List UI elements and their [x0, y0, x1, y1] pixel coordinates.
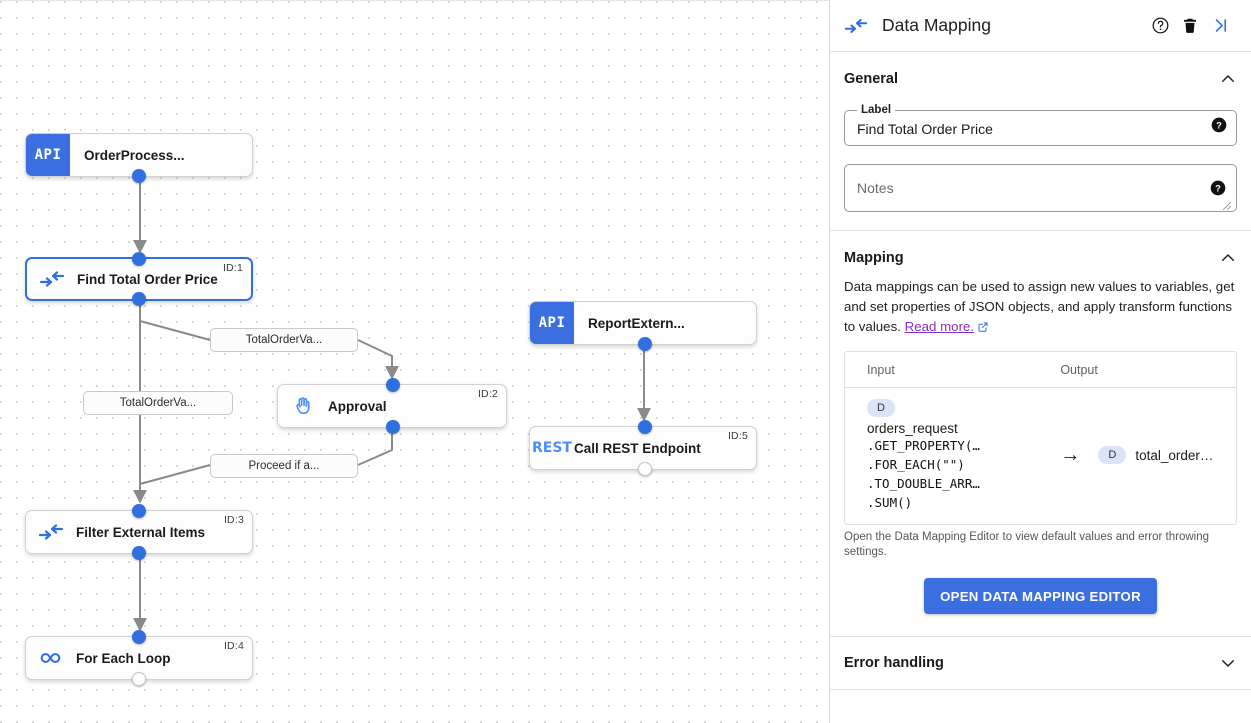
mapping-input-cell[interactable]: D orders_request .GET_PROPERTY(… .FOR_EA… — [845, 398, 1048, 512]
section-title: Error handling — [844, 655, 944, 671]
chevron-down-icon[interactable] — [1219, 654, 1237, 672]
trash-icon[interactable] — [1175, 11, 1205, 41]
node-port-top[interactable] — [132, 630, 146, 644]
node-for-each-loop[interactable]: For Each Loop ID:4 — [25, 630, 253, 686]
node-title: Filter External Items — [76, 524, 206, 540]
input-expression-line: .SUM() — [867, 495, 913, 510]
section-divider — [830, 689, 1251, 690]
node-id: ID:3 — [223, 514, 244, 526]
external-link-icon[interactable] — [977, 319, 989, 339]
mapping-arrow-icon: → — [1060, 443, 1081, 466]
edge-layer — [133, 177, 651, 632]
label-field[interactable]: Label Find Total Order Price ? — [844, 104, 1237, 146]
page-title: Data Mapping — [882, 15, 991, 35]
rest-badge: REST — [532, 440, 572, 456]
node-port-bottom[interactable] — [132, 292, 146, 306]
section-title: Mapping — [844, 250, 904, 266]
input-expression-line: .GET_PROPERTY(… — [867, 438, 980, 453]
input-expression-line: .FOR_EACH("") — [867, 457, 965, 472]
label-field-value[interactable]: Find Total Order Price — [857, 120, 993, 137]
node-port-top[interactable] — [386, 378, 400, 392]
general-section: General Label Find Total Order Price ? N… — [830, 52, 1251, 212]
help-circle-icon[interactable] — [1145, 11, 1175, 41]
data-mapping-icon — [27, 259, 77, 299]
node-approval[interactable]: Approval ID:2 — [277, 378, 507, 434]
input-variable-name: orders_request — [867, 421, 958, 436]
data-mapping-icon — [844, 18, 874, 34]
node-id: ID:2 — [477, 388, 498, 400]
notes-field[interactable]: Notes ? — [844, 164, 1237, 212]
node-id: ID:5 — [727, 430, 748, 442]
node-port-bottom[interactable] — [638, 462, 652, 476]
mapping-table: Input Output D orders_request .GET_PROPE… — [844, 351, 1237, 525]
hand-icon — [278, 385, 328, 427]
mapping-section: Mapping Data mappings can be used to ass… — [830, 231, 1251, 614]
properties-panel: Data Mapping — [830, 0, 1251, 723]
section-title: General — [844, 71, 898, 87]
node-filter-external-items[interactable]: Filter External Items ID:3 — [25, 504, 253, 560]
node-call-rest-endpoint[interactable]: REST Call REST Endpoint ID:5 — [529, 420, 757, 476]
chevron-up-icon[interactable] — [1219, 249, 1237, 267]
api-badge: API — [530, 302, 574, 344]
node-title: Approval — [328, 398, 387, 414]
node-id: ID:1 — [222, 262, 243, 274]
column-header-output: Output — [1060, 362, 1098, 377]
error-handling-section-header[interactable]: Error handling — [830, 637, 1251, 689]
node-port-top[interactable] — [638, 420, 652, 434]
infinity-icon — [26, 637, 76, 679]
workflow-canvas[interactable]: API OrderProcess... Find Total Order Pri… — [0, 0, 830, 723]
input-type-badge: D — [867, 399, 895, 417]
node-report-extern[interactable]: API ReportExtern... — [529, 301, 757, 351]
mapping-description-text: Data mappings can be used to assign new … — [844, 279, 1235, 334]
mapping-table-header: Input Output — [845, 352, 1236, 388]
input-expression-line: .TO_DOUBLE_ARR… — [867, 476, 980, 491]
svg-text:?: ? — [1215, 183, 1221, 193]
data-mapping-icon — [26, 511, 76, 553]
node-find-total-order-price[interactable]: Find Total Order Price ID:1 — [25, 252, 253, 306]
open-data-mapping-editor-button[interactable]: OPEN DATA MAPPING EDITOR — [924, 578, 1157, 614]
general-section-header[interactable]: General — [844, 66, 1237, 98]
node-port-bottom[interactable] — [132, 169, 146, 183]
notes-placeholder: Notes — [857, 180, 894, 196]
read-more-link[interactable]: Read more. — [904, 319, 975, 334]
panel-header: Data Mapping — [830, 0, 1251, 52]
resize-handle[interactable] — [1222, 198, 1232, 211]
chevron-up-icon[interactable] — [1219, 70, 1237, 88]
node-port-bottom[interactable] — [638, 337, 652, 351]
edge-label[interactable]: TotalOrderVa... — [83, 391, 233, 415]
help-filled-icon[interactable]: ? — [1210, 180, 1226, 196]
node-port-top[interactable] — [132, 504, 146, 518]
node-title: Find Total Order Price — [77, 271, 218, 287]
node-port-bottom[interactable] — [132, 672, 146, 686]
output-variable-name: total_order… — [1135, 447, 1214, 463]
node-port-top[interactable] — [132, 252, 146, 266]
output-type-badge: D — [1098, 446, 1127, 464]
node-title: Call REST Endpoint — [574, 440, 701, 456]
section-divider — [830, 230, 1251, 231]
mapping-note: Open the Data Mapping Editor to view def… — [844, 531, 1210, 558]
node-port-bottom[interactable] — [132, 546, 146, 560]
table-row[interactable]: D orders_request .GET_PROPERTY(… .FOR_EA… — [845, 388, 1236, 524]
node-id: ID:4 — [223, 640, 244, 652]
section-divider — [830, 636, 1251, 637]
mapping-output-cell[interactable]: D total_order… — [1092, 446, 1213, 464]
mapping-section-header[interactable]: Mapping — [844, 245, 1237, 277]
node-title: ReportExtern... — [588, 315, 685, 331]
api-badge: API — [26, 134, 70, 176]
column-header-input: Input — [867, 362, 895, 377]
collapse-right-icon[interactable] — [1205, 11, 1235, 41]
edge-label[interactable]: Proceed if a... — [210, 454, 358, 478]
node-port-bottom[interactable] — [386, 420, 400, 434]
node-order-process[interactable]: API OrderProcess... — [25, 133, 253, 183]
node-title: For Each Loop — [76, 650, 171, 666]
label-field-legend: Label — [861, 104, 892, 116]
svg-text:?: ? — [1216, 120, 1222, 130]
node-title: OrderProcess... — [84, 147, 185, 163]
help-filled-icon[interactable]: ? — [1211, 117, 1227, 133]
edge-label[interactable]: TotalOrderVa... — [210, 328, 358, 352]
mapping-description: Data mappings can be used to assign new … — [844, 277, 1237, 339]
